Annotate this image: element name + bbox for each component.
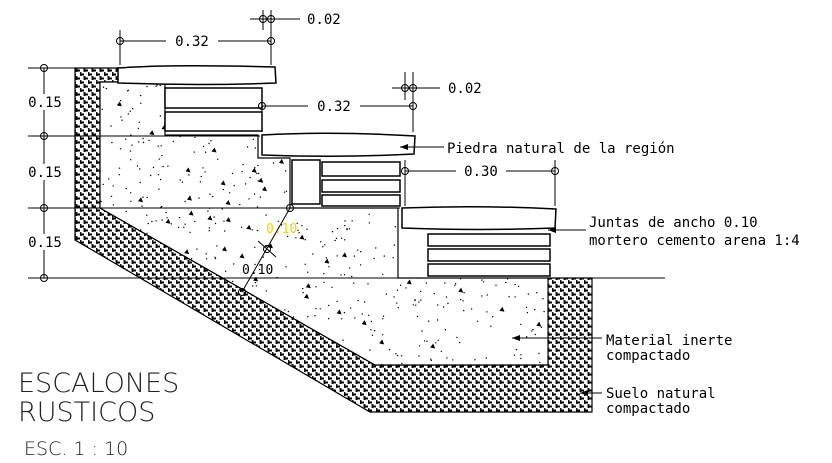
title-line1: ESCALONES	[18, 368, 179, 399]
dim-riser-3-label: 0.15	[28, 235, 62, 251]
title-block: ESCALONES RUSTICOS ESC. 1 : 10	[18, 368, 179, 460]
note-soil-line2: compactado	[606, 401, 690, 417]
middle-step-stones	[261, 132, 416, 207]
note-joints-line2: mortero cemento arena 1:4	[589, 233, 800, 249]
dim-slab-highlight-label: 0.10	[266, 222, 297, 237]
note-stone: Piedra natural de la región	[447, 141, 675, 157]
note-fill-line2: compactado	[606, 348, 690, 364]
dim-top-joint-label: 0.02	[307, 12, 341, 28]
dim-riser-2-label: 0.15	[28, 165, 62, 181]
note-fill-line1: Material inerte	[606, 333, 732, 349]
lower-step-stones	[401, 205, 557, 277]
dim-mid-width: 0.32	[258, 72, 417, 132]
leader-soil: Suelo natural compactado	[580, 386, 716, 417]
dim-top-width-label: 0.32	[175, 34, 209, 50]
dim-risers: 0.15 0.15 0.15	[28, 64, 62, 282]
dim-mid-joint-label: 0.02	[448, 81, 482, 97]
leader-joints: Juntas de ancho 0.10 mortero cemento are…	[548, 215, 800, 249]
dim-mid-width-label: 0.32	[317, 99, 351, 115]
title-line2: RUSTICOS	[18, 397, 155, 428]
dim-slab-label: 0.10	[242, 263, 273, 278]
title-scale: ESC. 1 : 10	[24, 438, 128, 460]
dim-top-width: 0.32	[116, 10, 275, 65]
leader-stone: Piedra natural de la región	[400, 141, 675, 157]
leader-fill: Material inerte compactado	[512, 333, 732, 364]
dim-slab: 0.10 0.10	[238, 204, 297, 296]
dim-low-width-label: 0.30	[464, 164, 498, 180]
dim-mid-joint: 0.02	[392, 81, 482, 97]
dim-low-width: 0.30	[401, 160, 559, 206]
dim-riser-1-label: 0.15	[28, 95, 62, 111]
note-joints-line1: Juntas de ancho 0.10	[589, 215, 758, 231]
dim-top-joint: 0.02	[250, 12, 341, 28]
note-soil-line1: Suelo natural	[606, 386, 716, 402]
